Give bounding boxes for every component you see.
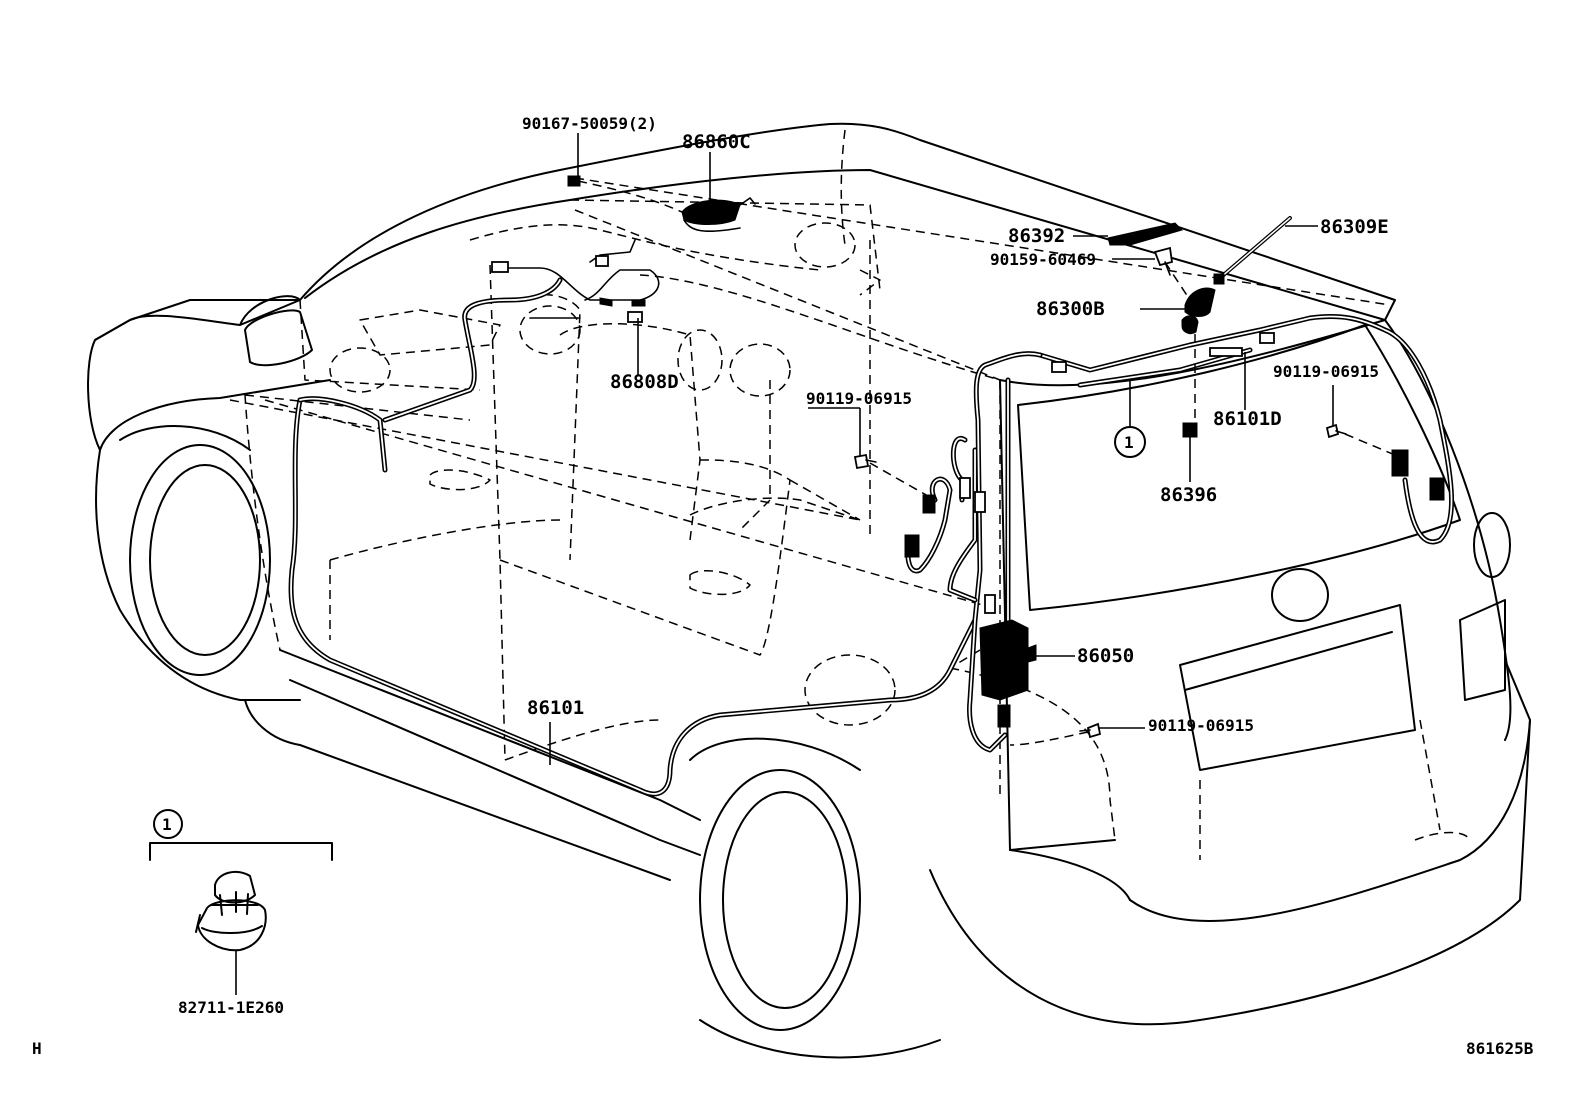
- antenna-base-86300B: [1181, 287, 1216, 335]
- label-86808D: 86808D: [610, 371, 679, 393]
- label-90167-50059: 90167-50059(2): [522, 114, 657, 133]
- antenna-rod-86309E: [1213, 216, 1292, 285]
- bolts-90119-06915: [853, 423, 1347, 739]
- label-86860C: 86860C: [682, 131, 751, 153]
- vehicle-body: [87, 122, 1531, 1059]
- inset-marker-label: 1: [162, 815, 172, 834]
- detail-marker-label: 1: [1124, 433, 1134, 452]
- harness-side-branches: [905, 435, 978, 603]
- front-wheel: [119, 425, 271, 676]
- antenna-cover-86392: [1107, 222, 1183, 246]
- antenna-amplifier-86860C: [681, 197, 756, 232]
- label-86396: 86396: [1160, 484, 1217, 506]
- label-82711-1E260: 82711-1E260: [178, 998, 284, 1017]
- label-86300B: 86300B: [1036, 298, 1105, 320]
- detail-marker: 1: [1114, 380, 1146, 458]
- harness-roof-86808D: [491, 239, 660, 323]
- corner-right-label: 861625B: [1466, 1039, 1534, 1058]
- label-86101: 86101: [527, 697, 584, 719]
- connector-blocks: [904, 332, 1445, 728]
- label-86101D: 86101D: [1213, 408, 1282, 430]
- harness-86101: [288, 277, 978, 797]
- label-90119-06915-b: 90119-06915: [1273, 362, 1379, 381]
- label-90119-06915-c: 90119-06915: [1148, 716, 1254, 735]
- harness-86101D: [967, 314, 1455, 753]
- control-unit-86050: [979, 619, 1037, 701]
- label-86392: 86392: [1008, 225, 1065, 247]
- label-90119-06915-a: 90119-06915: [806, 389, 912, 408]
- inset-detail: 1: [149, 809, 333, 995]
- label-86309E: 86309E: [1320, 216, 1389, 238]
- leader-lines: [549, 133, 1334, 765]
- clamp-82711-icon: [195, 870, 267, 952]
- clamp-86396: [1182, 422, 1198, 438]
- corner-left-label: H: [32, 1039, 42, 1058]
- label-90159-60469: 90159-60469: [990, 250, 1096, 269]
- rear-wheel: [689, 737, 941, 1059]
- label-86050: 86050: [1077, 645, 1134, 667]
- callout-labels: 90167-50059(2) 86860C 86392 86309E 90159…: [32, 114, 1534, 1058]
